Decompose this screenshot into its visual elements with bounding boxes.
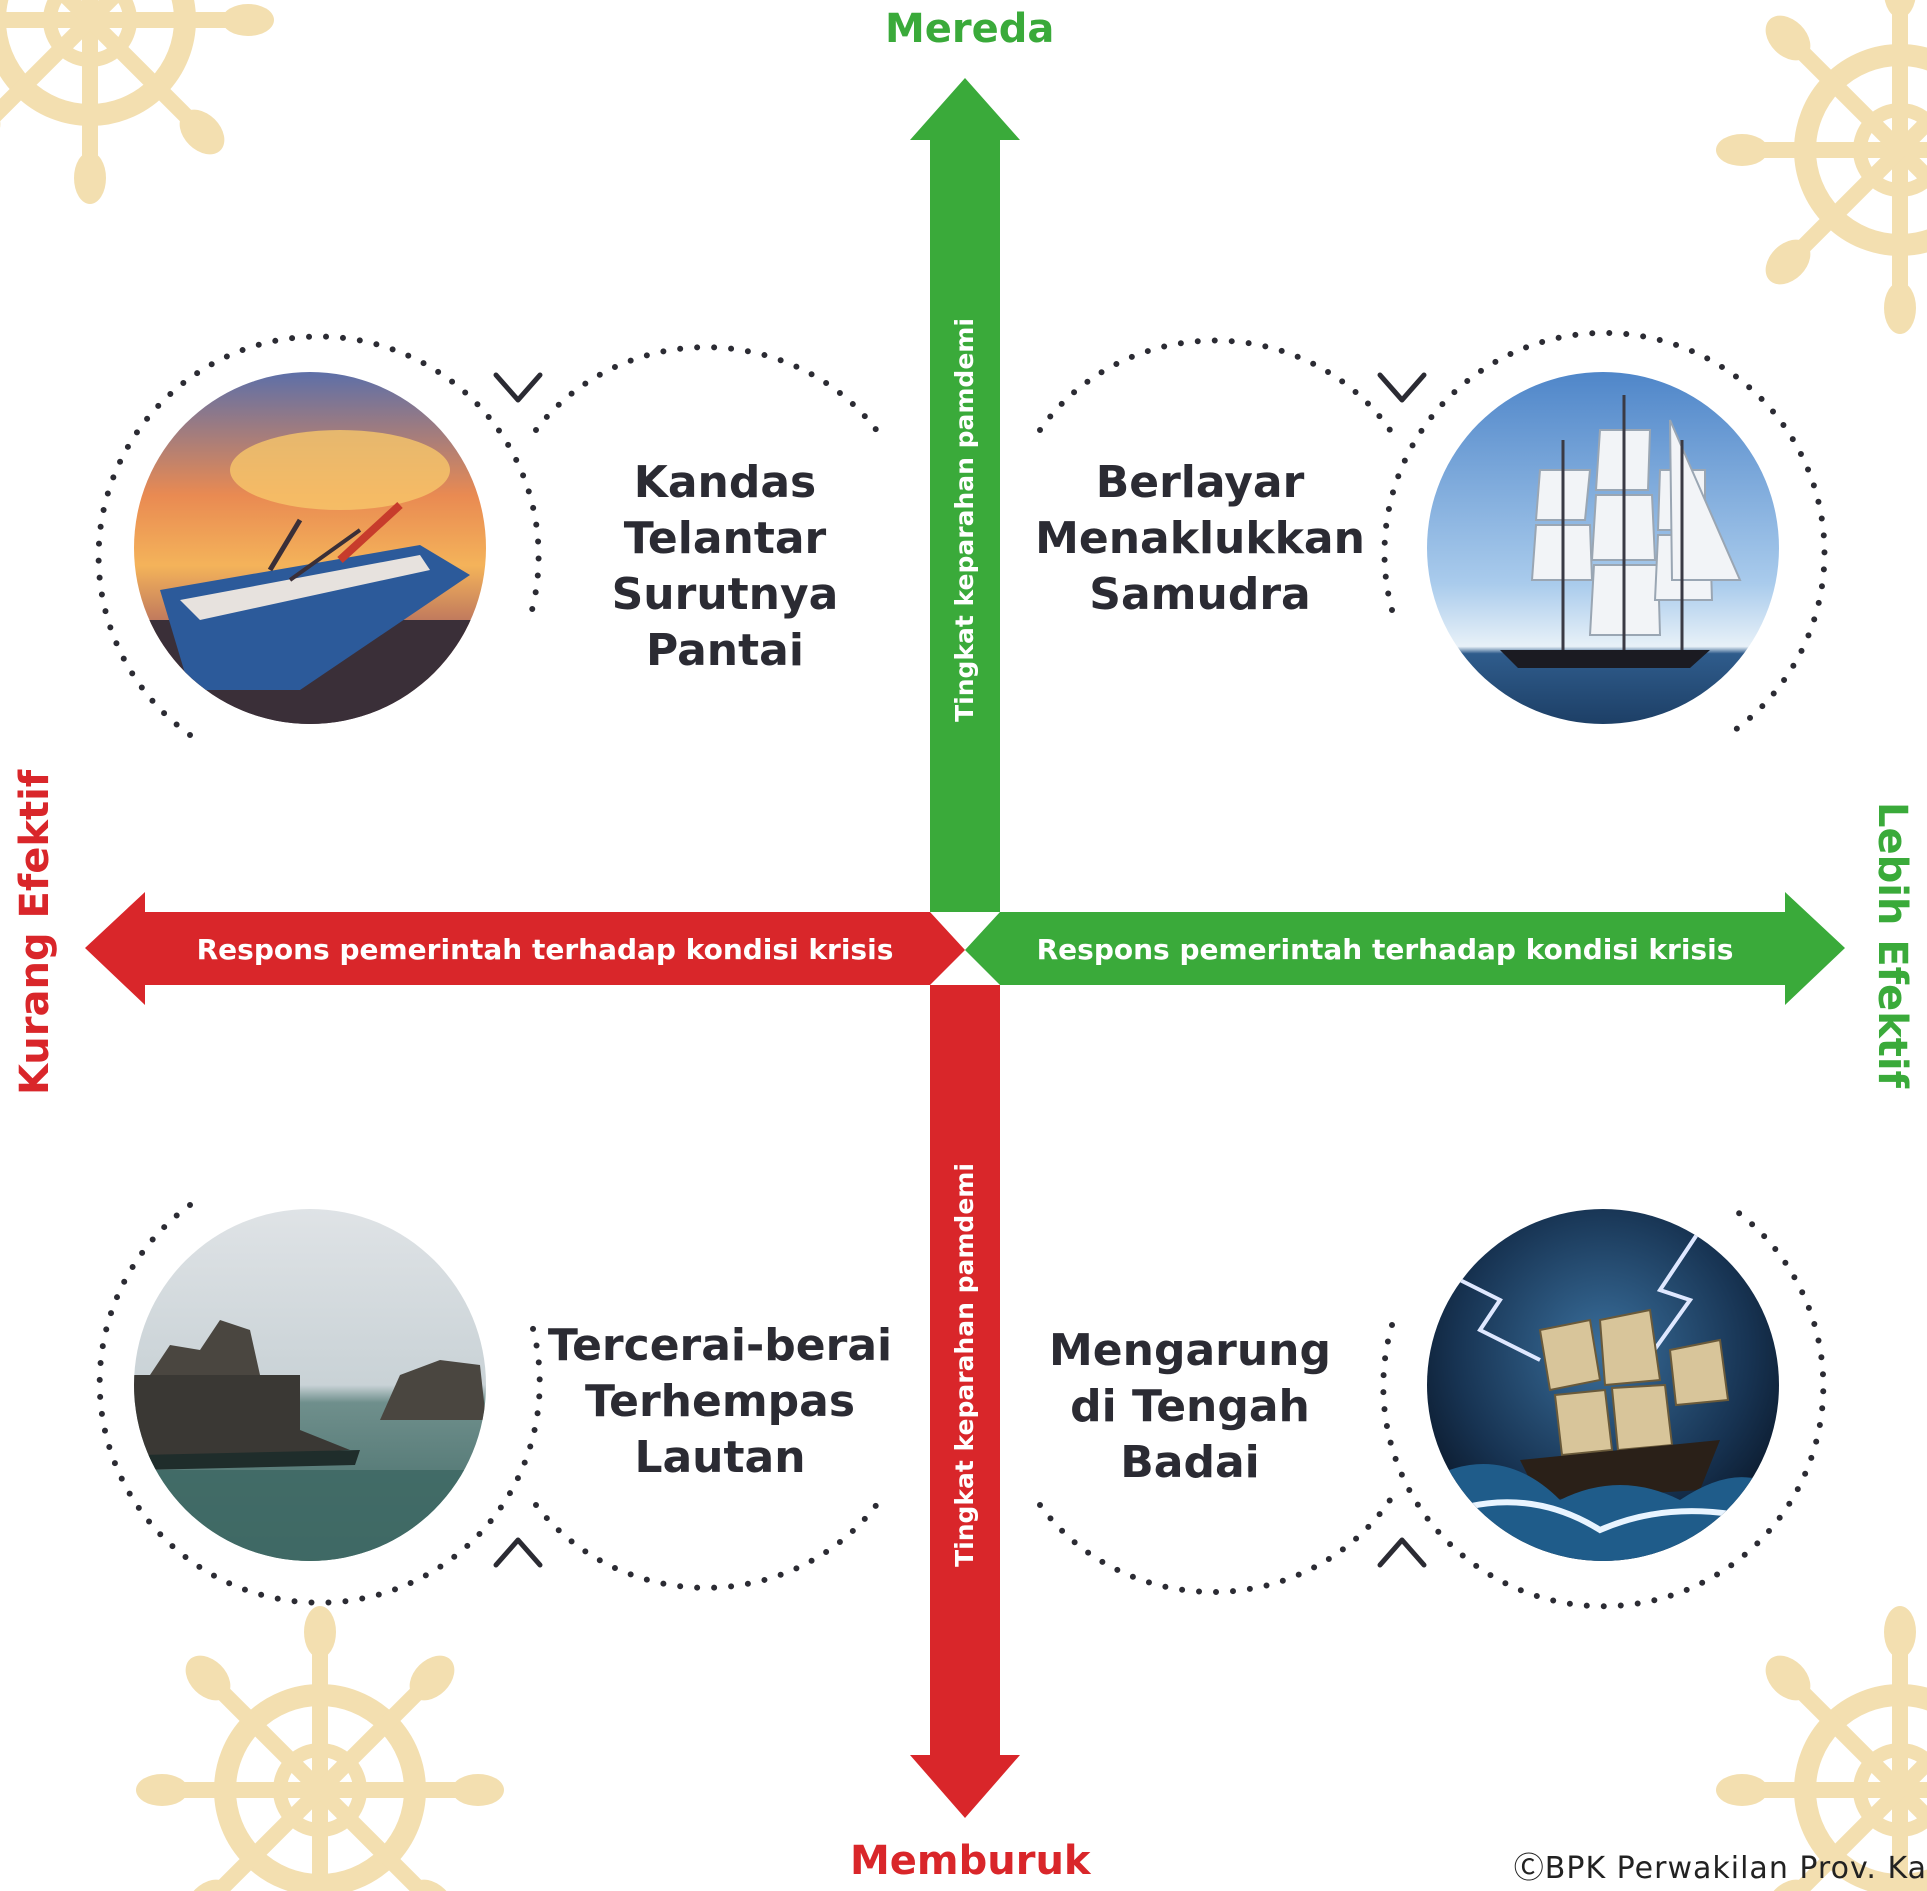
axis-left-label: Kurang Efektif (12, 769, 58, 1095)
dotted-arc-br-outer (1380, 1202, 1827, 1610)
quadrant-line: Kandas Telantar (623, 457, 827, 564)
arrow-left-red (85, 892, 965, 1005)
shipwreck-image (134, 1209, 486, 1561)
quadrant-top-left-label: Kandas Telantar Surutnya Pantai (545, 455, 905, 679)
chevron-down-icon (1377, 372, 1427, 403)
quadrant-line: di Tengah (1070, 1381, 1310, 1432)
quadrant-bottom-left-label: Tercerai-berai Terhempas Lautan (540, 1318, 900, 1486)
dotted-arc-tr-inner (1037, 337, 1393, 433)
quadrant-line: Menaklukkan (1035, 513, 1365, 564)
copyright-credit: ⒸBPK Perwakilan Prov. Ka (1513, 1851, 1927, 1886)
vertical-arrow-label-bottom: Tingkat keparahan pamdemi (950, 1163, 979, 1567)
quadrant-line: Berlayar (1095, 457, 1305, 508)
arrow-right-green (965, 892, 1845, 1005)
dotted-arc-bl-outer (96, 1202, 543, 1606)
arrow-up-green (910, 78, 1020, 912)
dotted-arc-br-inner (1037, 1497, 1393, 1595)
chevron-down-icon (493, 372, 543, 403)
chevron-up-icon (493, 1537, 543, 1568)
ship-wheel-icon-top-left (0, 0, 274, 204)
tall-ship-image (1427, 372, 1779, 724)
axis-right-label: Lebih Efektif (1869, 801, 1915, 1089)
storm-ship-image (1427, 1209, 1779, 1561)
ship-wheel-icon-top-right (1716, 0, 1927, 334)
dotted-arcs (95, 329, 1828, 1610)
quadrant-top-right-label: Berlayar Menaklukkan Samudra (1020, 455, 1380, 623)
chevron-up-icon (1377, 1537, 1427, 1568)
quadrant-bottom-right-label: Mengarung di Tengah Badai (1010, 1323, 1370, 1491)
axis-top-label: Mereda (885, 6, 1055, 52)
ship-wheel-icon-bottom-left (136, 1606, 504, 1891)
quadrant-line: Samudra (1089, 569, 1311, 620)
arrow-down-red (910, 985, 1020, 1818)
dotted-arc-tr-outer (1381, 329, 1828, 738)
stranded-boat-image (134, 372, 486, 724)
horizontal-arrow-label-right: Respons pemerintah terhadap kondisi kris… (1036, 933, 1734, 966)
quadrant-line: Badai (1120, 1437, 1260, 1488)
dotted-arc-tl-outer (95, 333, 542, 738)
dotted-arc-tl-inner (533, 344, 883, 438)
horizontal-arrow-label-left: Respons pemerintah terhadap kondisi kris… (196, 933, 894, 966)
quadrant-line: Mengarung (1049, 1325, 1331, 1376)
quadrant-line: Terhempas (584, 1376, 856, 1427)
quadrant-line: Lautan (634, 1432, 806, 1483)
axis-bottom-label: Memburuk (850, 1838, 1091, 1884)
quadrant-line: Surutnya (611, 569, 839, 620)
quadrant-line: Tercerai-berai (547, 1320, 893, 1371)
dotted-arc-bl-inner (533, 1497, 883, 1591)
vertical-arrow-label-top: Tingkat keparahan pamdemi (950, 318, 979, 722)
quadrant-line: Pantai (646, 625, 804, 676)
